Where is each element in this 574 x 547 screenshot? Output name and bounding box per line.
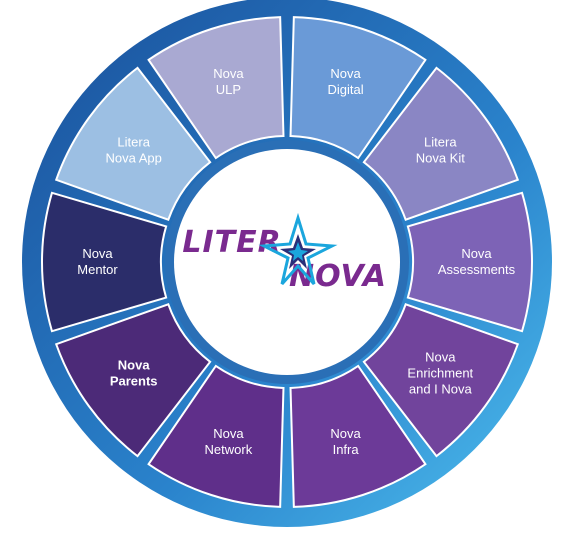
segment-label-line: Nova Kit	[416, 151, 466, 166]
segment-label-line: Mentor	[77, 262, 118, 277]
segment-label-line: Nova	[118, 357, 151, 372]
segment-label-line: Nova	[213, 66, 244, 81]
segment-label-line: Nova	[213, 426, 244, 441]
star-icon	[258, 212, 338, 285]
segment-label-line: Network	[205, 442, 253, 457]
segment-8	[54, 66, 212, 222]
segment-1	[362, 66, 520, 222]
segment-0	[289, 16, 427, 160]
segment-label-line: and I Nova	[409, 381, 473, 396]
segment-label-line: Litera	[117, 135, 150, 150]
segment-label-line: Nova	[82, 246, 113, 261]
segment-label-line: Nova	[330, 426, 361, 441]
segment-label-line: Litera	[424, 135, 457, 150]
segment-3	[362, 302, 520, 458]
segment-label-line: Enrichment	[407, 365, 473, 380]
segment-label-line: Infra	[333, 442, 360, 457]
segment-label-line: ULP	[216, 82, 241, 97]
segment-label-line: Nova	[461, 246, 492, 261]
segment-label-line: Digital	[328, 82, 364, 97]
litera-nova-logo: LITER NOVA	[182, 212, 386, 294]
segment-4	[289, 364, 427, 508]
segment-label-line: Nova App	[106, 151, 162, 166]
segment-label-line: Nova	[425, 349, 456, 364]
segment-9	[147, 16, 285, 160]
segment-6	[54, 302, 212, 458]
segment-2	[406, 191, 533, 333]
logo-word-litera: LITER	[182, 225, 281, 260]
segment-7	[41, 191, 168, 333]
segment-5	[147, 364, 285, 508]
segment-label-line: Assessments	[438, 262, 516, 277]
segment-label-line: Parents	[110, 373, 158, 388]
segment-label-line: Nova	[330, 66, 361, 81]
